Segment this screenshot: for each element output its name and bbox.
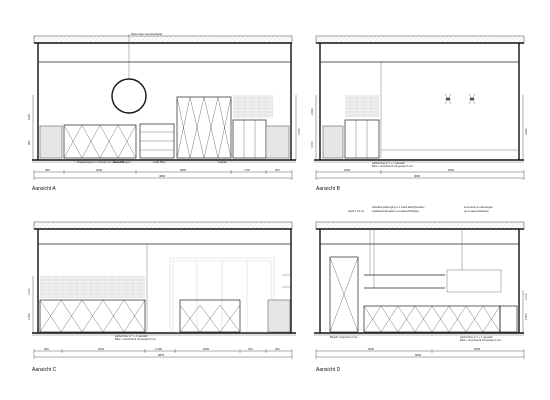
- svg-text:Baut + stroofvoerk composiet 3: Baut + stroofvoerk composiet 3 mm: [372, 164, 413, 168]
- svg-text:2000: 2000: [448, 168, 455, 172]
- round-mirror: [111, 78, 147, 114]
- island-cabinet: [363, 305, 501, 333]
- svg-text:5050: 5050: [415, 353, 422, 357]
- view-d: Hood = 10 cm Wandlamp/afzuiging in 1 zac…: [314, 205, 528, 373]
- svg-text:Baut + stroofvoerk composiet 3: Baut + stroofvoerk composiet 3 mm: [115, 337, 156, 341]
- view-b: Herbel Nus or 7 + 1 gevoeld Baut + stroo…: [310, 35, 528, 192]
- svg-text:400: 400: [45, 168, 50, 172]
- svg-text:Ledstrip/ondersteel in en aanr: Ledstrip/ondersteel in en aanrecht/kopen: [372, 209, 420, 213]
- view-a: Wand eiken doordoorde/lijn Kraanknoppen …: [27, 32, 301, 192]
- ceiling-hatch: [33, 35, 293, 44]
- wall-lamp-icon: [444, 93, 476, 105]
- svg-text:Herbel Nus or 7 + 1 gevoeld: Herbel Nus or 7 + 1 gevoeld: [460, 335, 493, 339]
- svg-text:300: 300: [275, 347, 280, 351]
- svg-text:1.070: 1.070: [310, 141, 314, 148]
- svg-text:3620: 3620: [368, 347, 375, 351]
- svg-text:3.000: 3.000: [524, 128, 528, 135]
- svg-text:6875: 6875: [158, 353, 165, 357]
- svg-text:1000: 1000: [344, 168, 351, 172]
- svg-text:400: 400: [44, 347, 49, 351]
- tall-cabinet: [176, 96, 232, 159]
- svg-text:1.070: 1.070: [524, 293, 528, 300]
- svg-text:Hood = 10 cm: Hood = 10 cm: [348, 209, 364, 213]
- annotation: Wand eiken doordoorde/lijn: [131, 32, 163, 36]
- view-label: Aansicht C: [32, 367, 57, 373]
- svg-text:Lens lamp en afmetingen: Lens lamp en afmetingen: [464, 205, 494, 209]
- svg-text:Baut + stroofvoerk composiet 3: Baut + stroofvoerk composiet 3 mm: [460, 338, 501, 342]
- svg-text:Wandlamp/afzuiging in 1 zacht: Wandlamp/afzuiging in 1 zacht faderijhou…: [372, 205, 425, 209]
- svg-text:2010: 2010: [98, 347, 105, 351]
- svg-text:Herbel Nus or 7 + 1 gevoeld: Herbel Nus or 7 + 1 gevoeld: [372, 161, 405, 165]
- view-c: Herbel Nus or 7 + 1 gevoeld Baut + stroo…: [27, 221, 296, 373]
- vanity-cabinet: [63, 124, 137, 159]
- svg-text:1.000: 1.000: [155, 347, 162, 351]
- svg-text:300: 300: [275, 168, 280, 172]
- view-label: Aansicht D: [316, 367, 341, 373]
- view-label: Aansicht B: [316, 186, 341, 192]
- svg-text:2800: 2800: [180, 168, 187, 172]
- svg-text:2.930: 2.930: [310, 108, 314, 115]
- svg-text:960: 960: [27, 140, 31, 145]
- svg-text:4800: 4800: [159, 174, 166, 178]
- svg-text:1.500: 1.500: [524, 313, 528, 320]
- svg-text:1000: 1000: [27, 114, 31, 120]
- svg-text:3000: 3000: [414, 174, 421, 178]
- svg-text:Bleach composiet 3 mm: Bleach composiet 3 mm: [330, 335, 358, 339]
- svg-text:5050: 5050: [474, 347, 481, 351]
- svg-text:3240: 3240: [96, 168, 103, 172]
- annotation: Natuurleb: [113, 160, 125, 164]
- annotation: Lapbak: [218, 160, 227, 164]
- annotation: Kraanknoppen en inbouw, evt. aanrecht/ko…: [77, 160, 131, 164]
- svg-text:2.070: 2.070: [27, 288, 31, 295]
- svg-text:2000: 2000: [203, 347, 210, 351]
- glass-door: [329, 256, 359, 333]
- svg-text:910: 910: [248, 347, 253, 351]
- svg-text:Herbel Nus or 7 + 1 gevoeld: Herbel Nus or 7 + 1 gevoeld: [115, 334, 148, 338]
- kitchen-cabinet: [39, 299, 146, 333]
- svg-text:7.00: 7.00: [244, 168, 250, 172]
- view-label: Aansicht A: [32, 186, 56, 192]
- svg-text:1.000: 1.000: [27, 313, 31, 320]
- svg-text:op en aanrecht/kopen: op en aanrecht/kopen: [464, 209, 490, 213]
- annotation: Luide Buis: [153, 160, 166, 164]
- svg-text:2.070: 2.070: [297, 128, 301, 135]
